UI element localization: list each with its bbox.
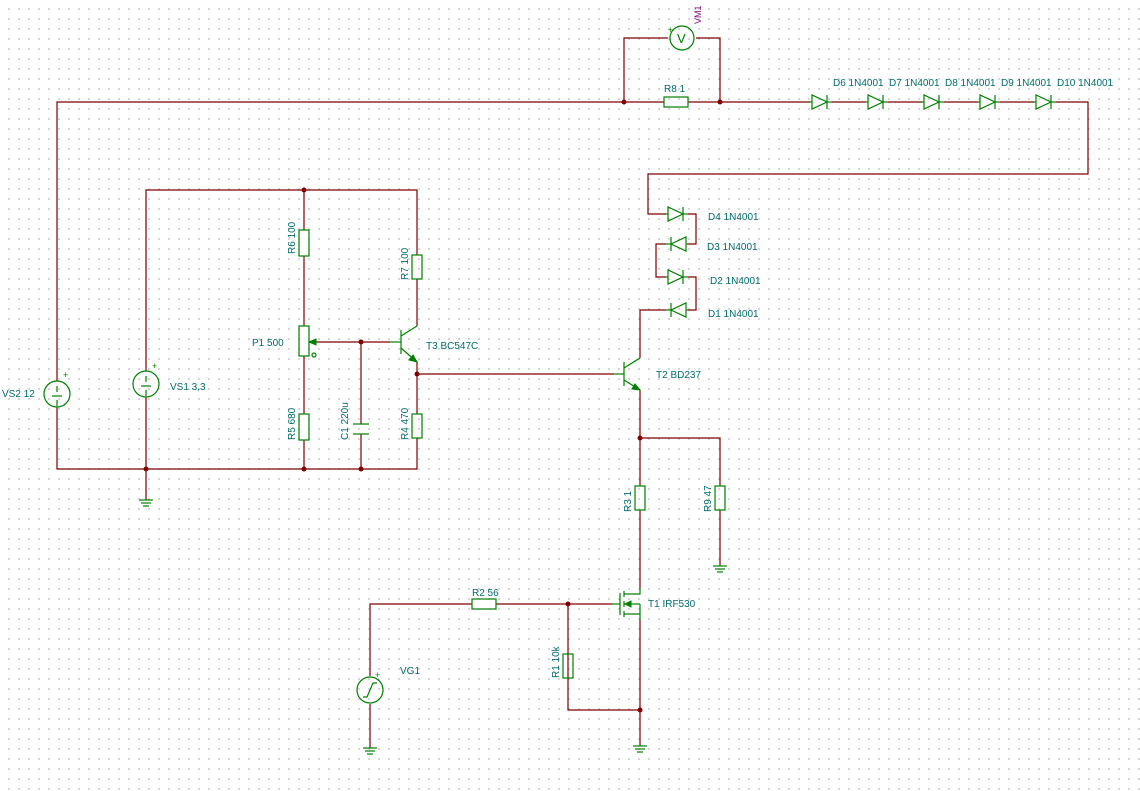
- d2-diode: D2 1N4001: [666, 269, 761, 287]
- d10-diode: [1034, 94, 1056, 110]
- d1-diode: D1 1N4001: [666, 302, 759, 320]
- d8-label: D8 1N4001: [945, 78, 996, 89]
- d6-label: D6 1N4001: [833, 78, 884, 89]
- d8-diode: [922, 94, 944, 110]
- r2-resistor: R2 56: [471, 588, 499, 610]
- c1-label: C1 220u: [340, 402, 351, 440]
- p1-label: P1 500: [252, 338, 284, 349]
- p1-potentiometer: P1 500: [252, 325, 317, 358]
- d3-diode: D3 1N4001: [666, 236, 758, 253]
- r6-label: R6 100: [287, 221, 298, 254]
- vg1-signal-generator: + VG1: [356, 666, 420, 704]
- ground-symbol-r9: [713, 565, 727, 573]
- d9-label: D9 1N4001: [1001, 78, 1052, 89]
- voltmeter-v-symbol: V: [677, 31, 686, 46]
- vm1-plus-sign: +: [668, 25, 673, 35]
- d2-label: D2 1N4001: [710, 276, 761, 287]
- r3-resistor: R3 1: [623, 485, 646, 512]
- r5-label: R5 680: [287, 407, 298, 440]
- d4-diode: D4 1N4001: [666, 206, 759, 223]
- r9-resistor: R9 47: [703, 485, 726, 512]
- t3-npn-transistor: T3 BC547C: [390, 325, 478, 363]
- vs1-label: VS1 3,3: [170, 382, 206, 393]
- d1-label: D1 1N4001: [708, 309, 759, 320]
- r4-resistor: R4 470: [400, 407, 423, 440]
- vs2-plus-sign: +: [63, 370, 68, 380]
- vs2-label: VS2 12: [2, 389, 35, 400]
- d4-label: D4 1N4001: [708, 212, 759, 223]
- r9-label: R9 47: [703, 485, 714, 512]
- r5-resistor: R5 680: [287, 407, 310, 441]
- diode-string-labels: D6 1N4001 D7 1N4001 D8 1N4001 D9 1N4001 …: [833, 78, 1114, 89]
- vs1-source: + VS1 3,3: [132, 361, 206, 398]
- ground-symbol-vg1: [363, 747, 377, 755]
- wires: [56, 37, 1089, 748]
- t3-label: T3 BC547C: [426, 341, 478, 352]
- t2-npn-transistor: T2 BD237: [614, 357, 701, 391]
- d6-diode: [810, 94, 832, 110]
- c1-capacitor: C1 220u: [340, 402, 369, 440]
- r4-label: R4 470: [400, 407, 411, 440]
- r7-label: R7 100: [400, 247, 411, 280]
- d7-label: D7 1N4001: [889, 78, 940, 89]
- r3-label: R3 1: [623, 490, 634, 512]
- r8-label: R8 1: [664, 84, 686, 95]
- ground-symbol-left: [139, 499, 153, 507]
- d10-label: D10 1N4001: [1057, 78, 1114, 89]
- d3-label: D3 1N4001: [707, 242, 758, 253]
- vg1-plus-sign: +: [375, 670, 380, 680]
- r1-label: R1 10k: [551, 645, 562, 678]
- junctions: [143, 99, 723, 713]
- t1-label: T1 IRF530: [648, 599, 696, 610]
- vs1-plus-sign: +: [152, 361, 157, 371]
- r2-label: R2 56: [472, 588, 499, 599]
- d9-diode: [978, 94, 1000, 110]
- t1-mosfet: T1 IRF530: [612, 588, 696, 620]
- r6-resistor: R6 100: [287, 221, 310, 257]
- r8-resistor: R8 1: [663, 84, 689, 108]
- t2-label: T2 BD237: [656, 370, 701, 381]
- ground-symbol-t1: [633, 745, 647, 753]
- vm1-voltmeter: V + VM1: [668, 5, 703, 51]
- vs2-source: + VS2 12: [2, 370, 71, 408]
- d7-diode: [866, 94, 888, 110]
- vg1-label: VG1: [400, 666, 420, 677]
- r7-resistor: R7 100: [400, 247, 423, 280]
- vm1-label: VM1: [693, 5, 703, 24]
- r1-resistor: R1 10k: [551, 645, 574, 679]
